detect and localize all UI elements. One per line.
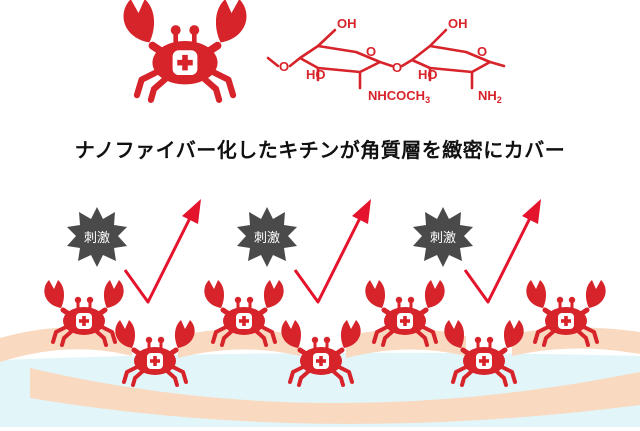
stimulus-burst-icon: 刺激 (67, 207, 127, 267)
rebound-arrow-icon (293, 199, 371, 304)
chem-bond (428, 28, 448, 48)
acetamide-group-label: NHCOCH3 (368, 88, 430, 105)
headline: ナノファイバー化したキチンが角質層を緻密にカバー (74, 138, 566, 162)
chem-bond (288, 56, 302, 68)
lower-skin-layer (30, 368, 640, 424)
right-ho-label: HO (418, 67, 438, 82)
stimulus-burst-icon: 刺激 (237, 207, 297, 267)
right-oh-label: OH (448, 16, 468, 31)
stimulus-burst-icon: 刺激 (413, 207, 473, 267)
rebound-arrow-icon (123, 199, 201, 304)
stimulus-label: 刺激 (430, 231, 456, 246)
amino-group-label: NH2 (478, 88, 502, 105)
chitin-structure (266, 28, 506, 90)
chem-bond (378, 60, 394, 68)
bridge-oxygen-label: O (279, 59, 289, 74)
rebound-arrow-icon (463, 199, 541, 304)
skin-cell (178, 329, 300, 358)
chem-bond (266, 56, 280, 68)
glycosidic-oxygen-label: O (392, 60, 402, 75)
left-ring-oxygen-label: O (366, 44, 376, 59)
left-ho-label: HO (306, 67, 326, 82)
stimulus-label: 刺激 (254, 231, 280, 246)
stimulus-label: 刺激 (84, 231, 110, 246)
skin-cell (512, 327, 640, 356)
chem-bond (316, 28, 337, 48)
left-oh-label: OH (337, 16, 357, 31)
chem-bond (488, 60, 506, 68)
crab-icon (124, 0, 247, 100)
right-ring-oxygen-label: O (477, 44, 487, 59)
chem-bond (400, 58, 414, 68)
